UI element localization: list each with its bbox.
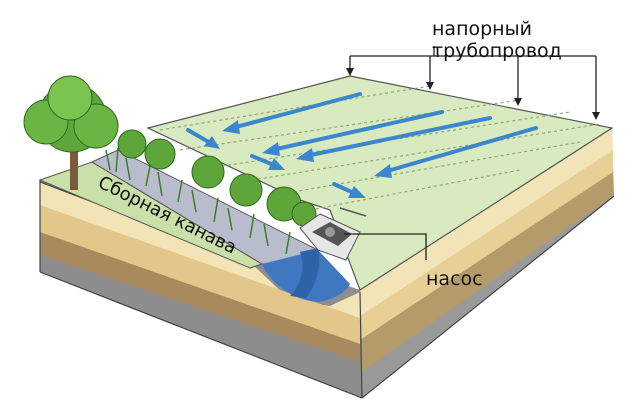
shrub <box>191 155 225 189</box>
flow-arrows <box>186 92 538 198</box>
collecting-ditch <box>90 149 350 302</box>
pump-label: насос <box>426 268 483 290</box>
flow-arrow <box>222 92 362 134</box>
pipeline-bracket <box>346 46 600 120</box>
tree <box>23 75 119 190</box>
flow-arrow <box>296 116 492 162</box>
flow-arrow <box>250 154 285 170</box>
flow-arrow <box>262 110 444 156</box>
pipeline-label-line2: трубопровод <box>432 40 562 62</box>
shrub <box>229 173 263 207</box>
shrub <box>117 129 147 159</box>
flow-arrow <box>374 126 538 178</box>
pipeline-label: напорный трубопровод <box>432 18 562 62</box>
shrubs <box>117 129 317 227</box>
pipeline-label-line1: напорный <box>432 18 532 40</box>
soil-block-right-face <box>360 128 614 398</box>
reeds <box>105 147 291 255</box>
flow-arrow <box>332 182 366 198</box>
flow-arrow <box>186 128 220 149</box>
soil-block-front-face <box>39 180 615 399</box>
pump-leader-line <box>344 233 427 260</box>
pump-station <box>299 207 367 261</box>
shrub <box>144 138 176 170</box>
